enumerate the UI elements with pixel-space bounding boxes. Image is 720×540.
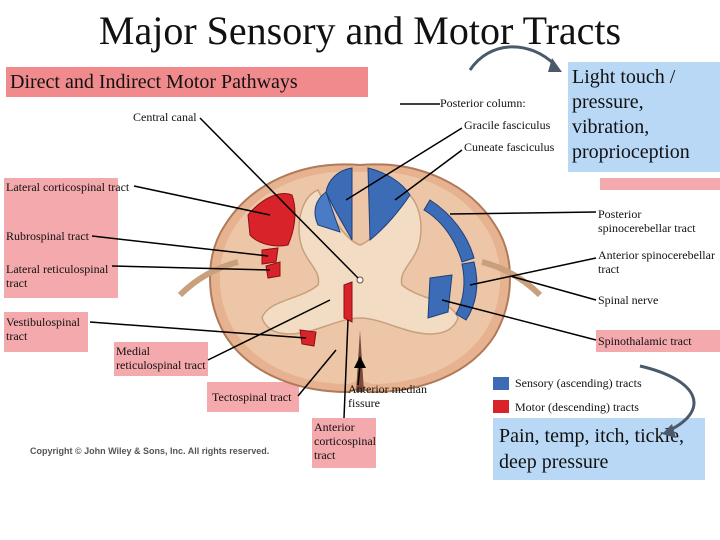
legend-sensory-swatch: [493, 377, 509, 390]
leader-spinal-nerve: [509, 275, 597, 301]
lateral-corticospinal-tract: [247, 193, 296, 247]
label-tectospinal: Tectospinal tract: [212, 390, 292, 404]
spinal-nerve-rootlets-left: [177, 259, 239, 298]
legend-motor-swatch: [493, 400, 509, 413]
leader-vestibulospinal: [89, 321, 307, 339]
label-central-canal: Central canal: [133, 110, 197, 124]
label-medial-reticulospinal: Medial reticulospinal tract: [116, 344, 206, 372]
spinothalamic-panel: [596, 330, 720, 352]
copyright-notice: Copyright © John Wiley & Sons, Inc. All …: [30, 446, 270, 456]
leader-anterior-corticospinal: [343, 319, 349, 419]
label-anterior-corticospinal: Anterior corticospinal tract: [314, 420, 376, 462]
leader-anterior-spinocerebellar: [469, 257, 597, 286]
leader-medial-reticulospinal: [207, 299, 331, 361]
left-label-panel-top: [4, 178, 118, 298]
label-anterior-median-fissure: Anterior median fissure: [348, 382, 427, 410]
label-lateral-reticulospinal: Lateral reticulospinal tract: [6, 262, 109, 290]
anterior-corticospinal-tract: [343, 281, 353, 323]
label-lateral-corticospinal: Lateral corticospinal tract: [6, 180, 130, 194]
leader-cuneate: [394, 149, 463, 201]
leader-posterior-spinocerebellar: [449, 211, 597, 215]
curved-arrow-top: [468, 45, 557, 71]
posterior-column-left: [314, 191, 341, 233]
label-cuneate-fasciculus: Cuneate fasciculus: [464, 140, 555, 154]
posterior-spinocerebellar-tract: [423, 199, 475, 263]
central-canal: [356, 276, 364, 284]
medial-reticulospinal-panel: [114, 342, 208, 376]
leader-rubrospinal: [91, 235, 269, 257]
spinothalamic-tract: [427, 274, 453, 319]
label-spinal-nerve: Spinal nerve: [598, 293, 659, 307]
legend-sensory-label: Sensory (ascending) tracts: [515, 376, 642, 390]
anterior-corticospinal-panel: [312, 418, 376, 468]
label-gracile-fasciculus: Gracile fasciculus: [464, 118, 551, 132]
fissure-arrow: [354, 356, 366, 368]
page-title: Major Sensory and Motor Tracts: [98, 8, 622, 53]
label-posterior-spinocerebellar: Posterior spinocerebellar tract: [598, 207, 696, 235]
label-vestibulospinal: Vestibulospinal tract: [6, 315, 80, 343]
right-pink-panel: [600, 178, 720, 190]
label-anterior-spinocerebellar: Anterior spinocerebellar tract: [598, 248, 715, 276]
light-touch-callout: Light touch / pressure, vibration, propr…: [568, 62, 720, 172]
label-spinothalamic: Spinothalamic tract: [598, 334, 692, 348]
leader-gracile: [345, 127, 463, 201]
legend-motor-label: Motor (descending) tracts: [515, 400, 639, 414]
left-label-panel-bottom: [4, 312, 88, 352]
leader-tectospinal: [297, 349, 337, 397]
lateral-reticulospinal-tract: [265, 261, 281, 279]
cuneate-fasciculus-tract: [367, 167, 411, 242]
gray-matter: [261, 189, 459, 335]
vestibulospinal-tract: [299, 329, 317, 347]
rubrospinal-tract: [261, 247, 279, 265]
pain-callout: Pain, temp, itch, tickle, deep pressure: [493, 418, 705, 480]
diagram-subtitle: Direct and Indirect Motor Pathways: [6, 67, 368, 97]
leader-lateral-corticospinal: [133, 185, 271, 216]
curved-arrow-bottom: [639, 364, 696, 432]
leader-lateral-reticulospinal: [111, 265, 271, 271]
leader-spinothalamic: [441, 299, 597, 341]
leader-central-canal: [199, 117, 359, 279]
label-rubrospinal: Rubrospinal tract: [6, 229, 89, 243]
label-posterior-column: Posterior column:: [440, 96, 526, 110]
tectospinal-panel: [207, 382, 299, 412]
